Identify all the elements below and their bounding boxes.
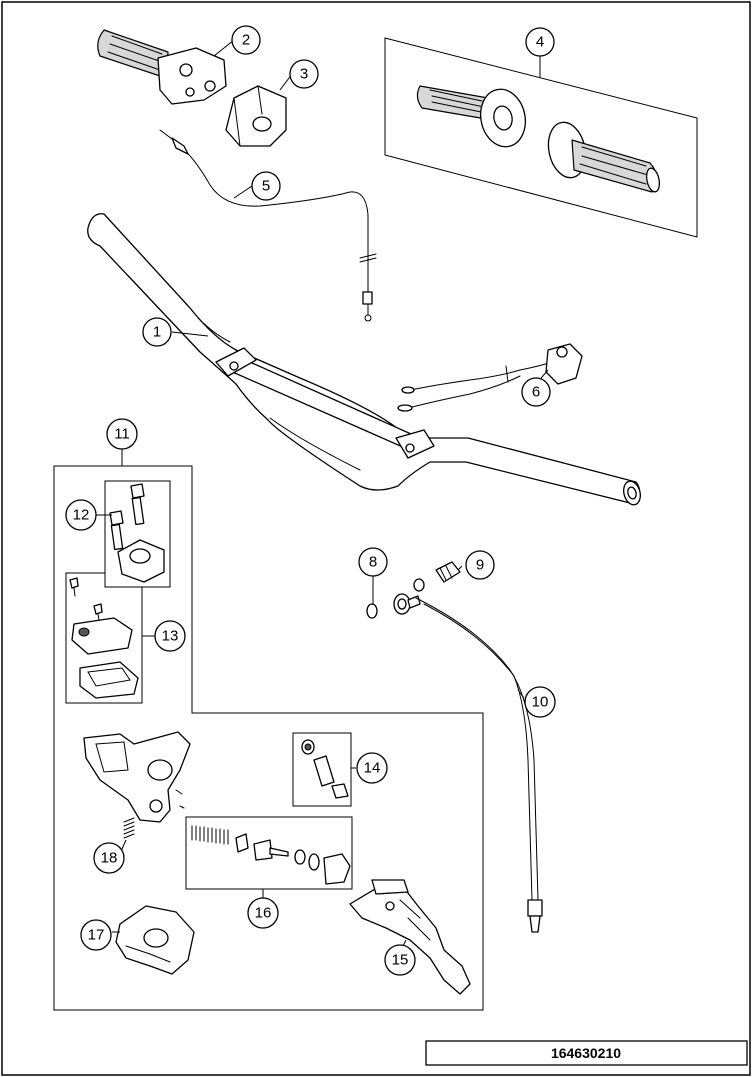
throttle-cable-illustration (159, 129, 377, 322)
throttle-grip-illustration (97, 29, 227, 105)
callout-label-5: 5 (262, 178, 270, 195)
callout-17: 17 (80, 919, 112, 951)
callout-1: 1 (142, 317, 172, 347)
handlebar-illustration (87, 213, 641, 506)
kill-switch-illustration (397, 343, 583, 412)
callout-label-1: 1 (153, 324, 161, 341)
spring-illustration (123, 817, 135, 839)
clamp-bolts-illustration (109, 483, 165, 583)
callout-2: 2 (231, 25, 261, 55)
grip-right-illustration (547, 121, 661, 193)
lever-guard-illustration (115, 905, 195, 975)
piston-kit-illustration (191, 825, 351, 885)
callout-label-18: 18 (101, 850, 118, 867)
master-cylinder-illustration (83, 731, 191, 823)
callout-label-14: 14 (364, 760, 381, 777)
adjuster-box (292, 732, 352, 807)
drawing-number-box: 164630210 (425, 1040, 748, 1066)
callout-label-6: 6 (532, 384, 540, 401)
callout-5: 5 (251, 171, 281, 201)
callout-label-10: 10 (532, 694, 549, 711)
callout-label-2: 2 (242, 32, 250, 49)
brake-lever-illustration (349, 879, 471, 995)
callout-6: 6 (521, 377, 551, 407)
callout-18: 18 (93, 842, 125, 874)
callout-label-12: 12 (73, 507, 90, 524)
piston-kit-box (185, 816, 353, 890)
callout-13: 13 (154, 620, 186, 652)
callout-label-3: 3 (300, 66, 308, 83)
drawing-number: 164630210 (551, 1045, 621, 1061)
callout-label-17: 17 (88, 927, 105, 944)
callout-label-13: 13 (162, 628, 179, 645)
callout-10: 10 (524, 686, 556, 718)
callout-8: 8 (358, 547, 388, 577)
callout-3: 3 (289, 59, 319, 89)
master-cylinder-group-box (53, 465, 484, 1011)
callout-label-11: 11 (114, 426, 130, 443)
callout-label-16: 16 (255, 905, 272, 922)
reservoir-cover-box (65, 572, 143, 704)
callout-label-15: 15 (392, 952, 409, 969)
adjuster-illustration (301, 739, 349, 799)
grip-left-illustration (416, 85, 526, 148)
grip-set-box (384, 37, 698, 238)
callout-12: 12 (65, 499, 97, 531)
callout-label-8: 8 (369, 554, 377, 571)
callout-15: 15 (384, 944, 416, 976)
callout-label-9: 9 (476, 557, 484, 574)
callout-11: 11 (106, 418, 138, 450)
callout-9: 9 (465, 550, 495, 580)
callout-4: 4 (525, 27, 555, 57)
brake-line-illustration (366, 561, 543, 933)
throttle-cover-illustration (225, 85, 287, 147)
callout-14: 14 (356, 752, 388, 784)
callout-16: 16 (247, 897, 279, 929)
reservoir-cover-illustration (69, 577, 139, 699)
callout-label-4: 4 (536, 34, 544, 51)
